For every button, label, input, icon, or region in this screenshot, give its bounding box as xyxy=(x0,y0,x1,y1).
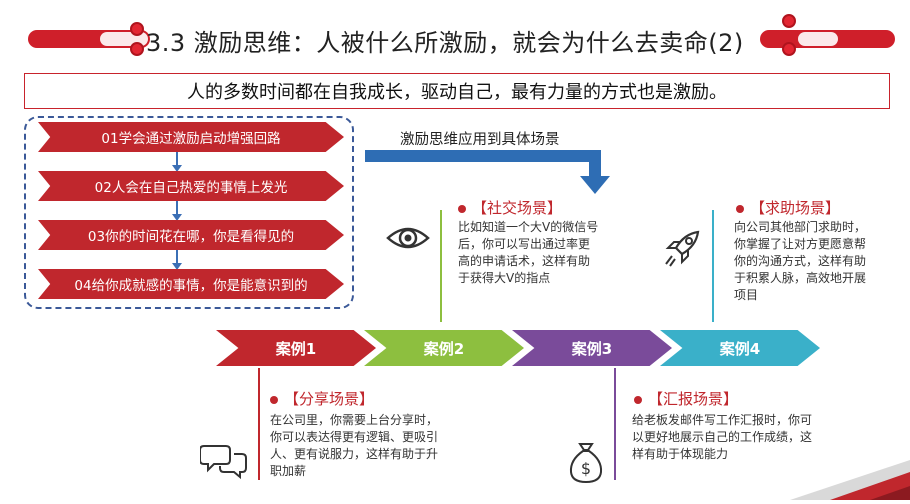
step-arrow-2 xyxy=(172,201,182,221)
step-item-2: 02人会在自己热爱的事情上发光 xyxy=(38,171,344,201)
social-bullet-dot xyxy=(458,204,466,213)
rocket-icon xyxy=(660,226,704,270)
case-ribbon-4: 案例4 xyxy=(660,330,820,366)
help-line-2: 你掌握了让对方更愿意帮 xyxy=(734,237,867,251)
bent-arrow-shaft xyxy=(365,150,601,162)
share-bullet-dot xyxy=(270,395,278,404)
corner-decoration xyxy=(730,440,910,500)
header-bar-highlight-right xyxy=(798,32,838,46)
social-scene-text: 比如知道一个大V的微信号 后，你可以写出通过率更 高的申请话术，这样有助 于获得… xyxy=(458,219,658,287)
help-scene-title: 【求助场景】 xyxy=(736,197,840,218)
report-line-2: 以更好地展示自己的工作成绩，这 xyxy=(632,430,813,444)
svg-text:$: $ xyxy=(581,459,591,478)
help-line-1: 向公司其他部门求助时， xyxy=(734,220,867,234)
social-line-3: 高的申请话术，这样有助 xyxy=(458,254,591,268)
social-line-2: 后，你可以写出通过率更 xyxy=(458,237,591,251)
header-dot-bottom-left xyxy=(130,42,144,56)
report-connector-line xyxy=(614,368,616,480)
money-bag-icon: $ xyxy=(566,440,606,484)
share-line-3: 人、更有说服力，这样有助于升 xyxy=(270,447,439,461)
case-ribbon-1: 案例1 xyxy=(216,330,376,366)
help-line-5: 项目 xyxy=(734,288,759,302)
social-line-4: 于获得大V的指点 xyxy=(458,271,551,285)
step-item-4: 04给你成就感的事情，你是能意识到的 xyxy=(38,269,344,299)
page-title: 3.3 激励思维：人被什么所激励，就会为什么去卖命(2) xyxy=(146,29,744,57)
case-ribbon-3: 案例3 xyxy=(512,330,672,366)
help-bullet-dot xyxy=(736,204,744,213)
social-scene-title: 【社交场景】 xyxy=(458,197,562,218)
case-ribbon-2: 案例2 xyxy=(364,330,524,366)
report-scene-text: 给老板发邮件写工作汇报时，你可 以更好地展示自己的工作成绩，这 样有助于体现能力 xyxy=(632,412,862,463)
chat-bubbles-icon xyxy=(199,440,248,480)
help-line-3: 你的沟通方式，这样有助 xyxy=(734,254,867,268)
share-line-1: 在公司里，你需要上台分享时， xyxy=(270,413,439,427)
social-connector-line xyxy=(440,210,442,322)
subtitle-text: 人的多数时间都在自我成长，驱动自己，最有力量的方式也是激励。 xyxy=(187,82,727,103)
subtitle-box: 人的多数时间都在自我成长，驱动自己，最有力量的方式也是激励。 xyxy=(24,73,890,109)
share-line-4: 职加薪 xyxy=(270,464,307,478)
social-line-1: 比如知道一个大V的微信号 xyxy=(458,220,599,234)
step-arrow-3 xyxy=(172,250,182,270)
share-scene-title: 【分享场景】 xyxy=(270,388,374,409)
header-dot-top-right xyxy=(782,14,796,28)
eye-icon xyxy=(385,218,431,258)
step-arrow-1 xyxy=(172,152,182,172)
bent-arrow-drop xyxy=(589,150,601,176)
help-connector-line xyxy=(712,210,714,322)
share-line-2: 你可以表达得更有逻辑、更吸引 xyxy=(270,430,439,444)
report-scene-title: 【汇报场景】 xyxy=(634,388,738,409)
header-dot-top-left xyxy=(130,22,144,36)
share-scene-text: 在公司里，你需要上台分享时， 你可以表达得更有逻辑、更吸引 人、更有说服力，这样… xyxy=(270,412,490,480)
report-bullet-dot xyxy=(634,395,642,404)
header-dot-bottom-right xyxy=(782,42,796,56)
report-line-3: 样有助于体现能力 xyxy=(632,447,729,461)
step-item-1: 01学会通过激励启动增强回路 xyxy=(38,122,344,152)
report-line-1: 给老板发邮件写工作汇报时，你可 xyxy=(632,413,813,427)
step-item-3: 03你的时间花在哪，你是看得见的 xyxy=(38,220,344,250)
steps-frame xyxy=(24,116,354,309)
bent-arrow-head xyxy=(580,176,610,194)
apply-label: 激励思维应用到具体场景 xyxy=(400,132,560,148)
share-connector-line xyxy=(258,368,260,480)
help-line-4: 于积累人脉，高效地开展 xyxy=(734,271,867,285)
help-scene-text: 向公司其他部门求助时， 你掌握了让对方更愿意帮 你的沟通方式，这样有助 于积累人… xyxy=(734,219,904,304)
